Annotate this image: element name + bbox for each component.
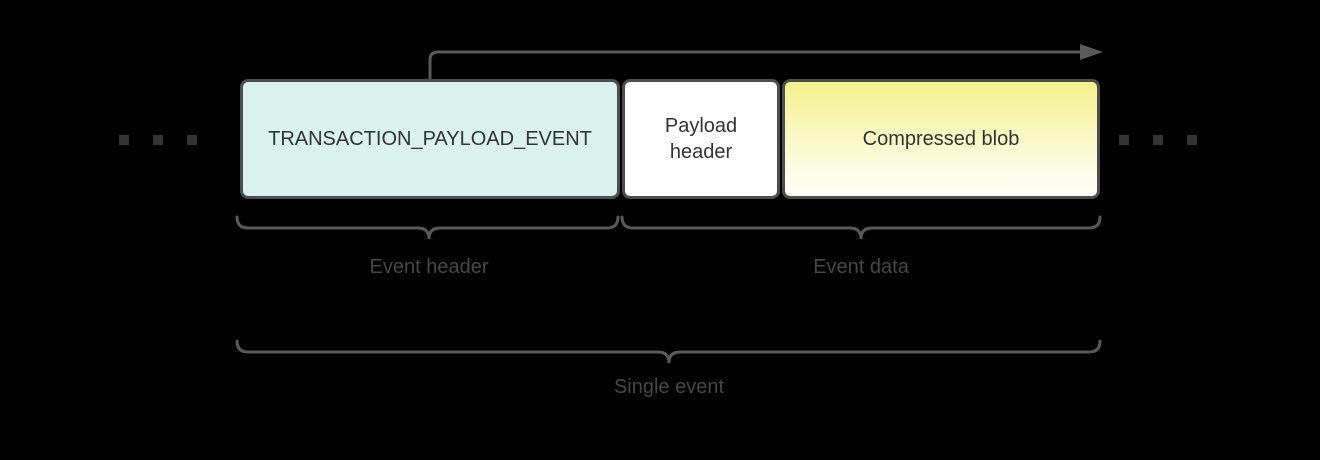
payload-header-box: Payload header bbox=[622, 79, 780, 199]
transaction-payload-event-label: TRANSACTION_PAYLOAD_EVENT bbox=[268, 128, 592, 150]
compressed-blob-label: Compressed blob bbox=[862, 128, 1020, 150]
event-data-brace bbox=[620, 215, 1102, 240]
event-data-label: Event data bbox=[813, 256, 909, 278]
flow-arrow bbox=[428, 44, 1103, 81]
dot-icon bbox=[187, 135, 197, 145]
dot-icon bbox=[119, 135, 129, 145]
arrowhead-icon bbox=[1080, 44, 1103, 60]
ellipsis-right-icon bbox=[1119, 135, 1197, 145]
event-header-brace bbox=[235, 215, 620, 240]
dot-icon bbox=[1119, 135, 1129, 145]
event-header-label: Event header bbox=[369, 256, 489, 278]
single-event-brace bbox=[235, 339, 1102, 364]
single-event-label: Single event bbox=[613, 376, 725, 398]
dot-icon bbox=[1153, 135, 1163, 145]
ellipsis-left-icon bbox=[119, 135, 197, 145]
payload-header-label: Payload header bbox=[664, 115, 738, 163]
transaction-payload-event-box: TRANSACTION_PAYLOAD_EVENT bbox=[240, 79, 620, 199]
compressed-blob-box: Compressed blob bbox=[782, 79, 1100, 199]
dot-icon bbox=[1187, 135, 1197, 145]
dot-icon bbox=[153, 135, 163, 145]
